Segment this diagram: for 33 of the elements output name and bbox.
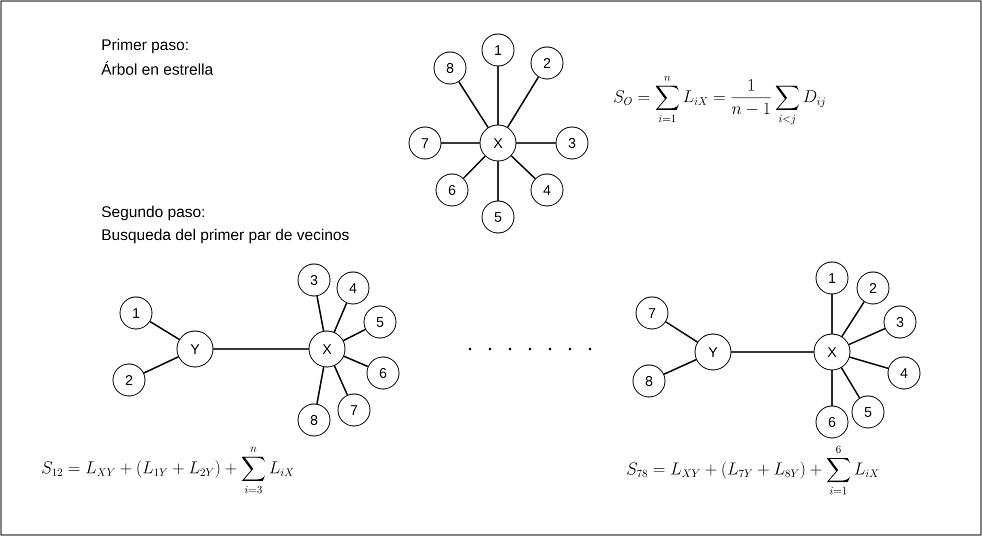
heading: Busqueda del primer par de vecinos (102, 228, 349, 244)
connector-line (441, 142, 480, 144)
connector-line (497, 161, 499, 201)
heading: Segundo paso: (102, 206, 204, 220)
connector-line (316, 296, 324, 332)
connector-line (150, 320, 180, 340)
connector-line (510, 155, 536, 180)
heading: Árbol en estrella (101, 61, 214, 75)
connector-line (497, 66, 499, 125)
connector-line (334, 366, 348, 396)
connector-line (213, 348, 309, 350)
connector-line (316, 367, 324, 404)
connector-line (334, 302, 348, 332)
connector-line (850, 356, 888, 370)
connector-line (831, 370, 833, 406)
connector-line (344, 356, 368, 368)
formula: $S_O = \sum_{i=1}^{n} L_{iX} = \frac{1}{n-1} \sum_{i<j} D_{ij}$ (614, 76, 825, 124)
connector-line (506, 76, 540, 128)
formula: $S_{78} = L_{XY} + (L_{7Y} + L_{8Y}) + \sum_{i=1}^{6} L_{iX}$ (627, 446, 878, 494)
connector-line (516, 142, 556, 144)
connector-line (841, 301, 865, 337)
connector-line (462, 156, 486, 179)
connector-line (664, 358, 697, 375)
heading: Primer paso: (102, 38, 188, 54)
connector-line (731, 351, 814, 353)
connector-line (458, 81, 489, 128)
formula: $S_{12} = L_{XY} + (L_{1Y} + L_{2Y}) + \sum_{i=3}^{n} L_{iX}$ (42, 446, 294, 494)
connector-line (343, 328, 366, 342)
connector-line (848, 328, 886, 346)
connector-line (831, 294, 833, 334)
connector-line (665, 321, 698, 343)
connector-line (840, 367, 860, 398)
connector-line (144, 356, 179, 374)
